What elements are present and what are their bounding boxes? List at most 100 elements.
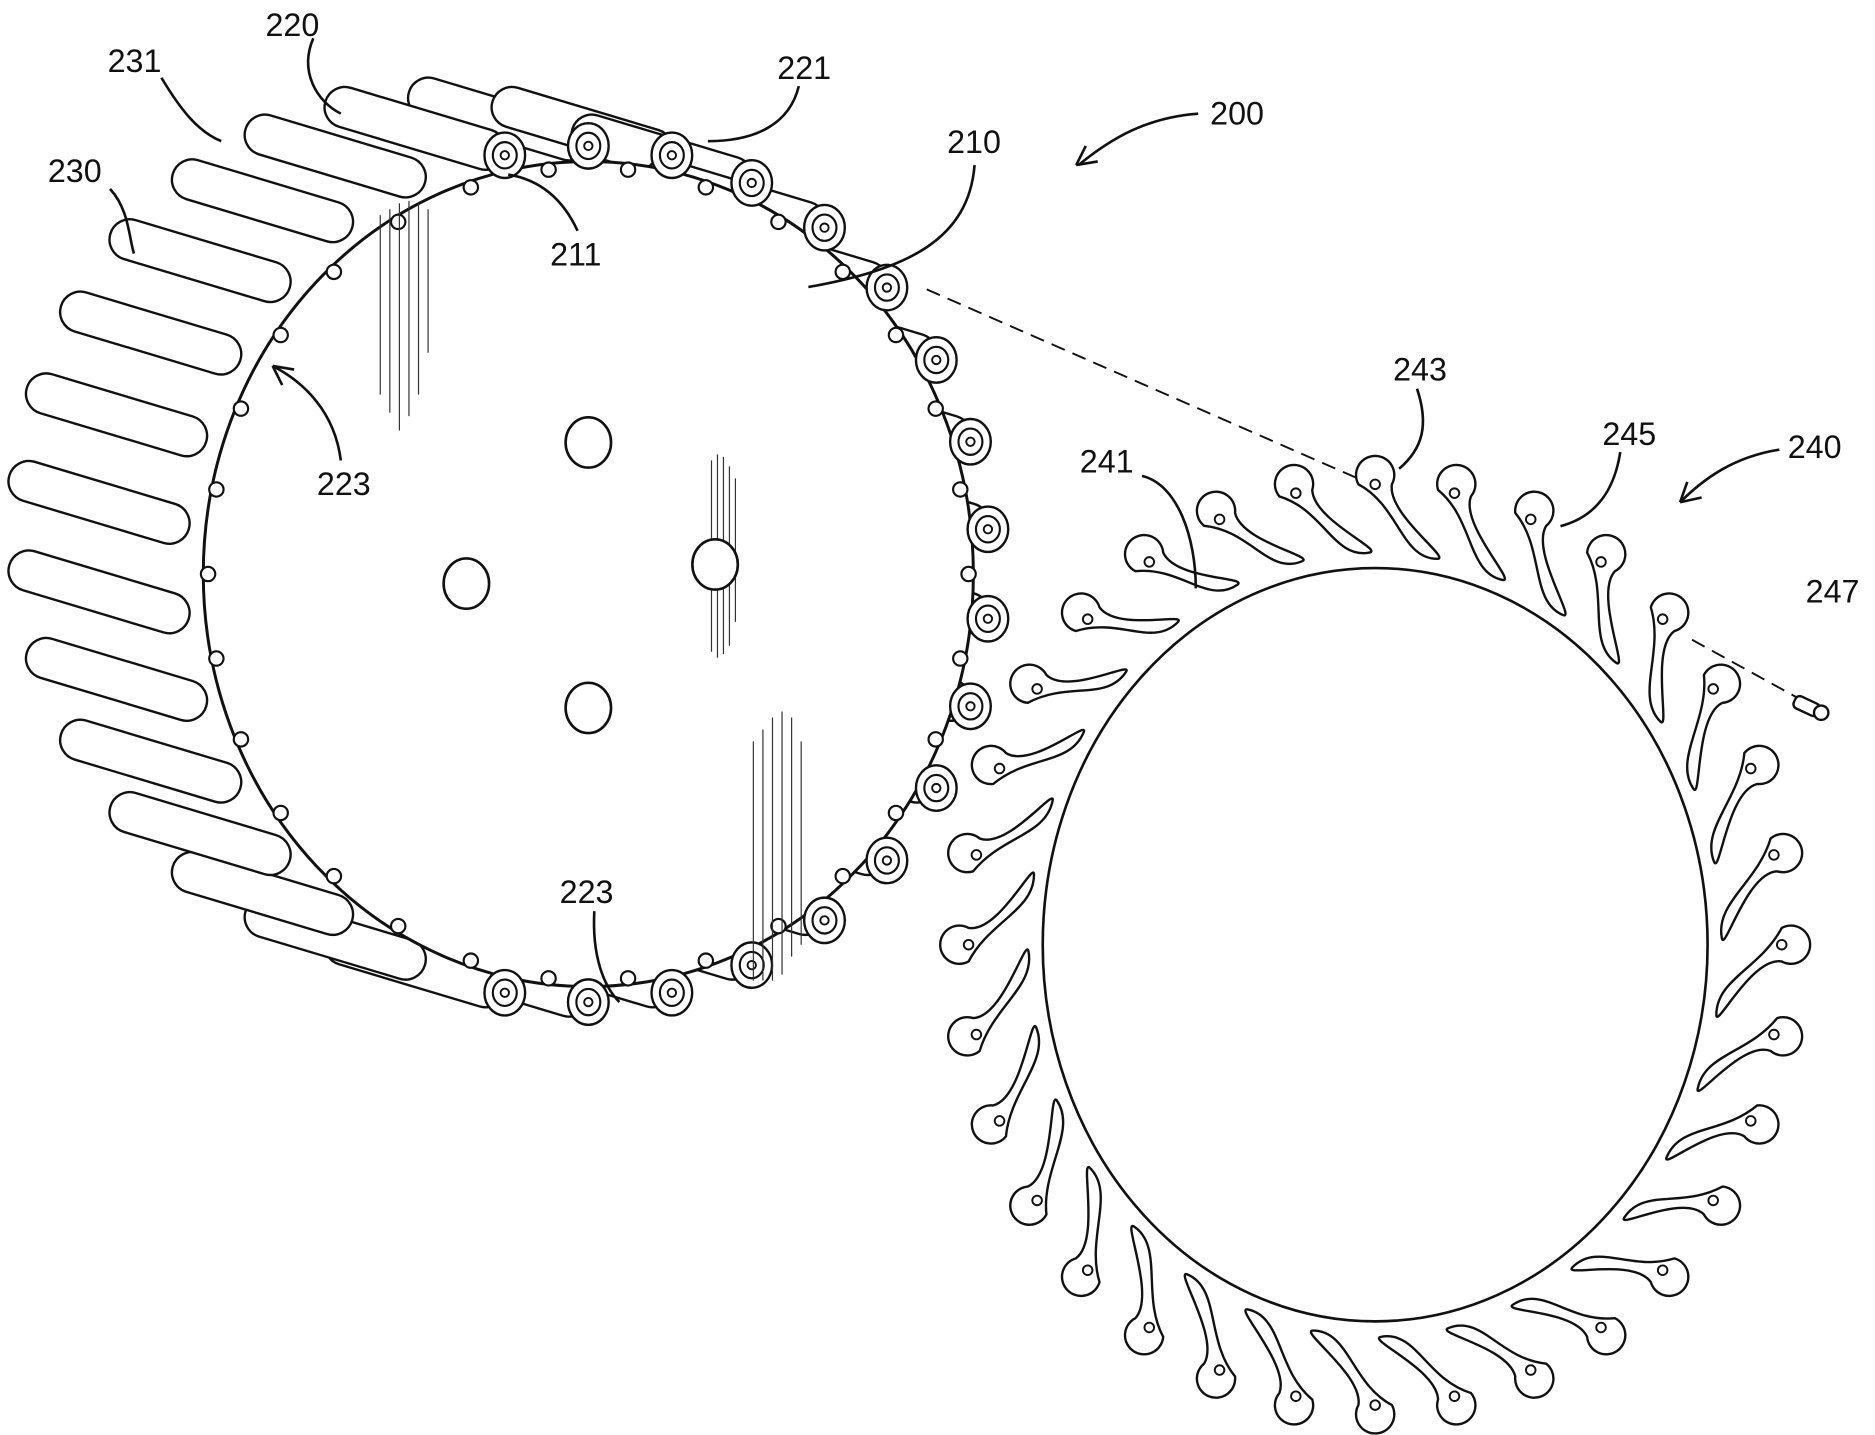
spacer-pin [621,971,635,985]
roller-end-cap [867,838,908,883]
label-231: 231 [108,43,162,79]
roller-end-cap [916,765,957,810]
roller-end-cap [731,160,772,205]
roller-end-cap [652,133,693,178]
ring-hole [1777,940,1787,950]
label-245: 245 [1602,416,1656,452]
spacer-pin [327,869,341,883]
ring-hole [1215,515,1225,525]
roller-end-cap [950,684,991,729]
label-247: 247 [1806,574,1860,610]
spacer-pin [889,328,903,342]
mounting-hole [692,539,737,589]
ring-hole [1215,1365,1225,1375]
roller [21,633,212,726]
spacer-pin [699,954,713,968]
ring-hole [1526,1365,1536,1375]
spacer-pin [541,971,555,985]
fastener-247 [1792,695,1828,720]
roller [105,214,296,307]
spacer-pin [464,954,478,968]
roller-end-cap [968,507,1009,552]
spacer-pin [541,162,555,176]
ring-hole [1083,1265,1093,1275]
roller [21,368,212,461]
ring-hole [1144,557,1154,567]
ring-hole [995,764,1005,774]
spacer-pin [234,401,248,415]
label-211: 211 [550,236,601,272]
spacer-pin [391,215,405,229]
ring-hole [1769,850,1779,860]
ring-hole [972,1030,982,1040]
spacer-pin [621,162,635,176]
ring-hole [1658,614,1668,624]
ring-hole [1769,1030,1779,1040]
label-200: 200 [1210,95,1264,131]
ring-hole [1083,614,1093,624]
label-230: 230 [48,153,102,189]
ring-hole [964,940,974,950]
spacer-pin [209,482,223,496]
mounting-hole [444,558,489,608]
ring-hole [1708,684,1718,694]
ring-hole [1450,488,1460,498]
label-220: 220 [265,7,319,43]
spacer-pin [201,567,215,581]
spacer-pin [771,215,785,229]
ring-240 [940,456,1810,1434]
spacer-pin [274,806,288,820]
label-243: 243 [1393,351,1447,387]
label-221: 221 [777,50,831,86]
ring-hole [995,1116,1005,1126]
spacer-pin [961,567,975,581]
spacer-pin [464,180,478,194]
label-210: 210 [947,124,1001,160]
roller-end-cap [804,205,845,250]
label-223: 223 [560,874,614,910]
roller [55,287,246,380]
ring-hole [1450,1391,1460,1401]
ring-hole [1658,1265,1668,1275]
label-223: 223 [317,466,371,502]
spacer-pin [929,401,943,415]
spacer-pin [836,265,850,279]
ring-hole [1370,1400,1380,1410]
spacer-pin [889,806,903,820]
label-240: 240 [1788,429,1842,465]
roller-end-cap [484,970,525,1015]
roller-end-cap [731,942,772,987]
spacer-pin [929,732,943,746]
roller-end-cap [916,337,957,382]
ring-hole [1746,1116,1756,1126]
spacer-pin [699,180,713,194]
ring-hole [1746,764,1756,774]
ring-hole [1596,557,1606,567]
ring-hole [1370,480,1380,490]
roller-end-cap [568,123,609,168]
roller-end-cap [484,133,525,178]
ring-hole [972,850,982,860]
roller-end-cap [950,419,991,464]
spacer-pin [953,482,967,496]
roller-end-cap [568,979,609,1024]
ring-inner-edge [1043,568,1708,1321]
roller [4,456,195,549]
ring-hole [1032,684,1042,694]
roller [4,545,195,638]
spacer-pin [209,651,223,665]
disc-210 [203,161,973,986]
label-241: 241 [1080,443,1134,479]
spacer-pin [836,869,850,883]
spacer-pin [274,328,288,342]
ring-hole [1291,1391,1301,1401]
ring-hole [1526,515,1536,525]
roller-end-cap [968,596,1009,641]
mounting-hole [566,417,611,467]
spacer-pin [327,265,341,279]
spacer-pin [771,919,785,933]
spacer-pin [234,732,248,746]
spacer-pin [391,919,405,933]
